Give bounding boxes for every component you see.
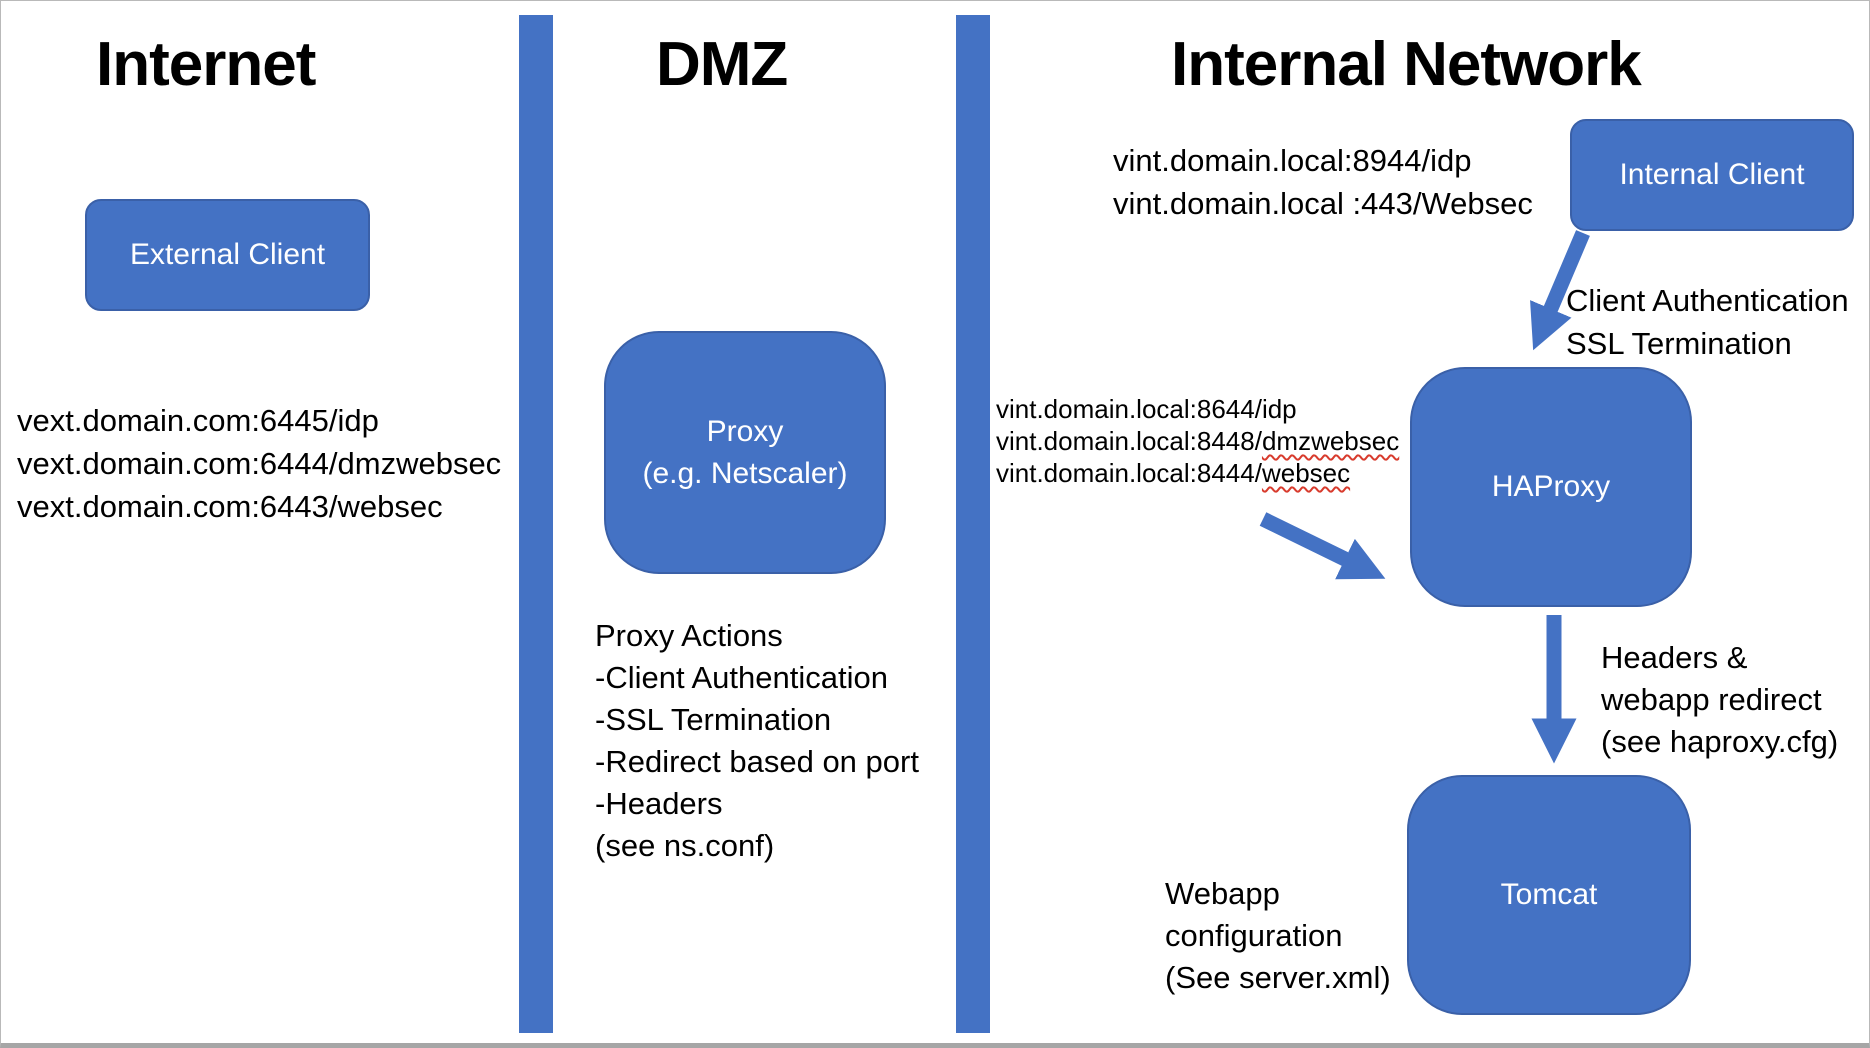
proxy-actions-line: -SSL Termination — [595, 702, 832, 737]
tomcat-node: Tomcat — [1407, 775, 1691, 1015]
haproxy-endpoint-flagged: websec — [1261, 458, 1351, 488]
tomcat-label: Tomcat — [1500, 878, 1598, 911]
zone-divider-dmz-internal — [956, 15, 990, 1033]
zone-divider-internet-dmz — [519, 15, 553, 1033]
haproxy-endpoint-prefix: vint.domain.local:8448/ — [996, 426, 1262, 456]
arrow-haproxy-to-tomcat-icon — [1531, 615, 1577, 764]
webapp-config-note-line: (See server.xml) — [1165, 960, 1391, 995]
headers-redirect-note-line: webapp redirect — [1601, 682, 1822, 717]
arrow-endpoints-to-haproxy-icon — [1259, 512, 1386, 580]
client-auth-note-line: Client Authentication — [1566, 283, 1849, 318]
proxy-node: Proxy (e.g. Netscaler) — [604, 331, 886, 574]
proxy-actions-line: -Client Authentication — [595, 660, 888, 695]
webapp-config-note-text: Webapp configuration (See server.xml) — [1165, 873, 1391, 999]
external-endpoints-text: vext.domain.com:6445/idp vext.domain.com… — [17, 399, 501, 528]
client-auth-note-text: Client Authentication SSL Termination — [1566, 279, 1849, 365]
webapp-config-note-line: configuration — [1165, 918, 1343, 953]
client-auth-note-line: SSL Termination — [1566, 326, 1792, 361]
zone-title-dmz: DMZ — [656, 30, 788, 99]
headers-redirect-note-line: Headers & — [1601, 640, 1748, 675]
haproxy-label: HAProxy — [1491, 470, 1611, 503]
haproxy-endpoint-line: vint.domain.local:8644/idp — [996, 393, 1399, 425]
proxy-label-line2: (e.g. Netscaler) — [642, 456, 848, 490]
webapp-config-note-line: Webapp — [1165, 876, 1280, 911]
haproxy-endpoint-line: vint.domain.local:8444/websec — [996, 457, 1399, 489]
proxy-label-line1: Proxy — [706, 414, 784, 448]
internal-client-label: Internal Client — [1619, 158, 1805, 191]
external-endpoint-line: vext.domain.com:6445/idp — [17, 403, 379, 438]
internal-client-endpoint-line: vint.domain.local:8944/idp — [1113, 143, 1472, 178]
proxy-actions-line: (see ns.conf) — [595, 828, 775, 863]
proxy-actions-line: -Redirect based on port — [595, 744, 919, 779]
haproxy-endpoints-text: vint.domain.local:8644/idp vint.domain.l… — [996, 393, 1399, 489]
internal-client-endpoints-text: vint.domain.local:8944/idp vint.domain.l… — [1113, 139, 1533, 225]
haproxy-endpoint-line: vint.domain.local:8448/dmzwebsec — [996, 425, 1399, 457]
zone-title-internal-network: Internal Network — [1171, 30, 1642, 99]
arrow-internal-client-to-haproxy-icon — [1530, 230, 1590, 351]
external-client-node: External Client — [85, 199, 370, 311]
external-endpoint-line: vext.domain.com:6444/dmzwebsec — [17, 446, 502, 481]
internal-client-node: Internal Client — [1570, 119, 1854, 231]
haproxy-node: HAProxy — [1410, 367, 1692, 607]
proxy-actions-text: Proxy Actions -Client Authentication -SS… — [595, 615, 919, 867]
proxy-actions-line: -Headers — [595, 786, 723, 821]
headers-redirect-note-text: Headers & webapp redirect (see haproxy.c… — [1601, 637, 1838, 763]
zone-title-internet: Internet — [96, 30, 316, 99]
headers-redirect-note-line: (see haproxy.cfg) — [1601, 724, 1839, 759]
internal-client-endpoint-line: vint.domain.local :443/Websec — [1113, 186, 1533, 221]
proxy-actions-line: Proxy Actions — [595, 618, 783, 653]
external-endpoint-line: vext.domain.com:6443/websec — [17, 489, 443, 524]
external-client-label: External Client — [129, 238, 326, 271]
haproxy-endpoint-flagged: dmzwebsec — [1261, 426, 1400, 456]
haproxy-endpoint-prefix: vint.domain.local:8644/idp — [996, 394, 1297, 424]
haproxy-endpoint-prefix: vint.domain.local:8444/ — [996, 458, 1262, 488]
